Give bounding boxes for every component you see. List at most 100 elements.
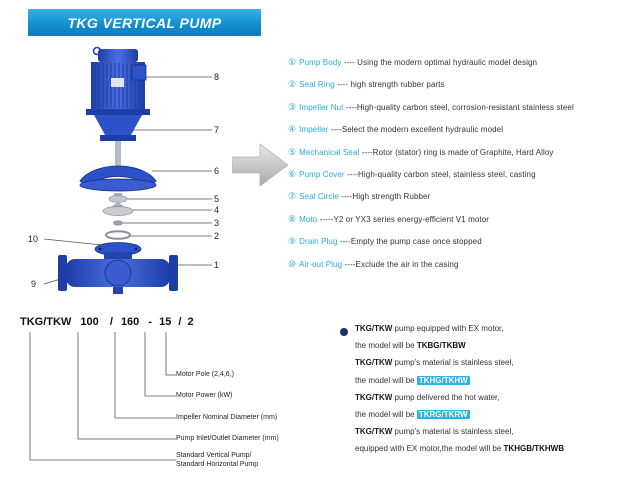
item-number: ⑨	[288, 236, 297, 247]
item-number: ①	[288, 57, 297, 67]
part-description: ----Exclude the air in the casing	[342, 259, 459, 269]
seal-ring-shape	[105, 230, 131, 240]
note-line: equipped with EX motor,the model will be…	[338, 440, 613, 457]
note-line: TKG/TKW pump delivered the hot water,	[338, 389, 613, 406]
note-line: the model will be TKHG/TKHW	[338, 372, 613, 389]
model-code-inlet: 100	[80, 316, 99, 328]
note-text: the model will be	[355, 375, 417, 385]
pump-cover-shape	[79, 165, 157, 192]
model-code: TKG/TKW 100 / 160 - 15 / 2	[20, 316, 194, 328]
item-number: ④	[288, 124, 297, 135]
note-text: pump's material is stainless steel,	[392, 427, 514, 437]
part-name: Seal Circle	[299, 192, 339, 202]
part-description: ----High-quality carbon steel, corrosion…	[343, 102, 574, 112]
part-description: ---- high strength rubber parts	[334, 80, 445, 90]
impeller-shape	[102, 202, 134, 216]
callout-1: 1	[214, 260, 220, 270]
label-motor-pole: Motor Pole (2,4,6,)	[176, 371, 234, 378]
model-code-diameter: 160	[120, 316, 140, 328]
item-number: ⑩	[288, 258, 297, 269]
part-name: Pump Cover	[299, 169, 345, 179]
bullet-icon	[340, 328, 348, 336]
part-description: ----Rotor (stator) ring is made of Graph…	[359, 147, 554, 157]
callout-9: 9	[31, 279, 37, 289]
pump-diagram-art	[43, 46, 212, 294]
part-name: Impeller	[299, 125, 329, 135]
model-code-slash-2: /	[178, 316, 182, 328]
callout-3: 3	[214, 218, 220, 228]
part-description: ----High strength Rubber	[338, 192, 431, 202]
item-number: ⑤	[288, 146, 297, 157]
callout-5: 5	[214, 194, 220, 204]
part-name: Moto	[299, 214, 318, 224]
callout-8: 8	[214, 72, 220, 82]
part-description: ---- Using the modern optimal hydraulic …	[341, 58, 538, 67]
note-series: TKG/TKW	[355, 358, 393, 368]
note-line: the model will be TKRG/TKRW	[338, 406, 613, 423]
motor-shape	[86, 46, 150, 167]
note-line: TKG/TKW pump equipped with EX motor,	[338, 320, 613, 337]
label-inlet-outlet: Pump Inlet/Outlet Diameter (mm)	[176, 435, 279, 442]
callout-6: 6	[214, 166, 220, 176]
model-code-series: TKG/TKW	[20, 316, 72, 328]
part-name: Pump Body	[299, 58, 342, 67]
note-text: equipped with EX motor,the model will be	[355, 444, 504, 454]
note-series: TKG/TKW	[355, 392, 393, 402]
label-motor-power: Motor Power (kW)	[176, 392, 233, 399]
part-description: -----Y2 or YX3 series energy-efficient V…	[317, 214, 490, 224]
note-text: pump equipped with EX motor,	[392, 324, 504, 333]
note-text: the model will be	[355, 409, 417, 419]
part-name: Drain Plug	[299, 237, 338, 247]
part-description: ----High-quality carbon steel, stainless…	[344, 169, 536, 179]
impeller-nut-shape	[113, 220, 123, 226]
callout-10: 10	[28, 234, 39, 244]
item-number: ②	[288, 79, 297, 90]
part-description: ----Select the modern excellent hydrauli…	[328, 125, 504, 135]
part-name: Impeller Nut	[299, 102, 344, 112]
note-model: TKBG/TKBW	[416, 341, 466, 351]
model-code-dash: -	[148, 316, 153, 328]
label-impeller-diameter: Impeller Nominal Diameter (mm)	[176, 414, 278, 421]
item-number: ⑦	[288, 191, 297, 202]
note-model: TKHG/TKHW	[416, 375, 470, 385]
note-line: TKG/TKW pump's material is stainless ste…	[338, 423, 613, 440]
model-code-slash-1: /	[109, 316, 113, 328]
note-model: TKHGB/TKHWB	[503, 444, 564, 454]
item-number: ⑧	[288, 213, 297, 224]
model-code-connector-lines	[29, 332, 176, 461]
callout-7: 7	[214, 125, 220, 135]
part-name: Mechanical Seal	[299, 147, 360, 157]
mechanical-seal-shape	[108, 193, 128, 203]
callout-lines	[43, 76, 212, 285]
note-text: pump delivered the hot water,	[392, 392, 500, 402]
note-series: TKG/TKW	[355, 324, 393, 333]
item-number: ⑥	[288, 168, 297, 179]
note-line: TKG/TKW pump's material is stainless ste…	[338, 354, 613, 371]
pump-exploded-diagram: 8 7 6 5 4 3 2 1 10 9	[28, 45, 240, 313]
callout-4: 4	[214, 205, 220, 215]
model-code-power: 15	[159, 316, 172, 328]
part-description: ----Empty the pump case once stopped	[337, 237, 482, 247]
variant-notes: TKG/TKW pump equipped with EX motor, the…	[338, 320, 613, 458]
item-number: ③	[288, 101, 297, 112]
pump-body-shape	[58, 242, 178, 294]
note-text: pump's material is stainless steel,	[392, 358, 514, 368]
note-model: TKRG/TKRW	[416, 409, 470, 419]
part-name: Seal Ring	[299, 80, 335, 90]
page-title: TKG VERTICAL PUMP	[67, 14, 222, 31]
title-banner: TKG VERTICAL PUMP	[28, 9, 261, 36]
note-line: the model will be TKBG/TKBW	[338, 337, 613, 354]
callout-2: 2	[214, 231, 220, 241]
